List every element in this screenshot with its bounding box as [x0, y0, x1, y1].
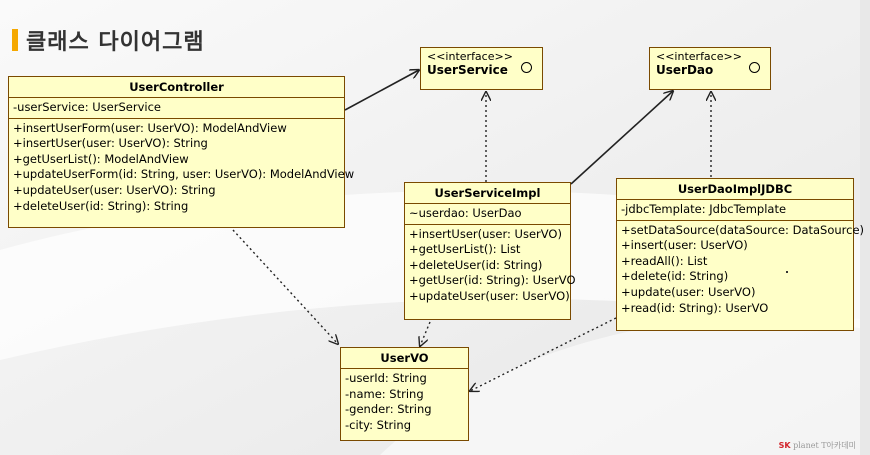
operation: +updateUser(user: UserVO) [409, 288, 570, 303]
interface-user-dao: <<interface>> UserDao [649, 47, 771, 90]
operation: +insertUser(user: UserVO): String [13, 136, 208, 151]
attributes-section: ~userdao: UserDao [405, 204, 570, 225]
class-name: UserController [9, 77, 344, 98]
operation: +updateUser(user: UserVO): String [13, 182, 216, 197]
operation: +update(user: UserVO) [621, 284, 756, 299]
operation: +readAll(): List [621, 253, 708, 268]
operations-section: +setDataSource(dataSource: DataSource) +… [617, 221, 865, 319]
class-user-service-impl: UserServiceImpl ~userdao: UserDao +inser… [404, 182, 576, 320]
attribute: -jdbcTemplate: JdbcTemplate [621, 202, 787, 216]
operation: +getUserList(): List [409, 242, 521, 257]
operation: +getUser(id: String): UserVO [409, 273, 576, 288]
class-name: UserServiceImpl [405, 183, 570, 204]
operation: +insertUser(user: UserVO) [409, 226, 562, 241]
interface-name: UserService [427, 63, 508, 77]
operation: +updateUserForm(id: String, user: UserVO… [13, 167, 355, 182]
operation: +deleteUser(id: String) [409, 257, 543, 272]
operation: +delete(id: String) [621, 269, 729, 284]
class-user-vo: UserVO -userId: String -name: String -ge… [340, 347, 469, 441]
stray-dot [786, 271, 788, 273]
operations-section: +insertUserForm(user: UserVO): ModelAndV… [9, 119, 355, 217]
title-text: 클래스 다이어그램 [26, 30, 205, 55]
operation: +read(id: String): UserVO [621, 300, 769, 315]
attributes-section: -jdbcTemplate: JdbcTemplate [617, 200, 853, 221]
operation: +setDataSource(dataSource: DataSource) [621, 222, 865, 237]
interface-circle-icon [749, 62, 760, 73]
logo-sk: SK [778, 441, 791, 450]
interface-name: UserDao [656, 63, 714, 77]
attribute: ~userdao: UserDao [409, 206, 522, 220]
logo-text: planet T아카데미 [793, 441, 856, 450]
class-user-dao-impl-jdbc: UserDaoImplJDBC -jdbcTemplate: JdbcTempl… [616, 178, 865, 331]
class-name: UserDaoImplJDBC [617, 179, 853, 200]
company-logo: SK planet T아카데미 [779, 440, 856, 451]
attribute: -gender: String [345, 402, 432, 417]
operation: +getUserList(): ModelAndView [13, 151, 189, 166]
title-accent-bar [12, 29, 18, 51]
operations-section: +insertUser(user: UserVO) +getUserList()… [405, 225, 576, 307]
class-name: UserVO [341, 348, 468, 369]
class-user-controller: UserController -userService: UserService… [8, 76, 355, 228]
operation: +insert(user: UserVO) [621, 238, 748, 253]
slide-title: 클래스 다이어그램 [12, 24, 205, 56]
attribute: -name: String [345, 386, 424, 401]
attribute: -userId: String [345, 371, 427, 385]
attributes-section: -userService: UserService [9, 98, 344, 119]
stereotype-label: <<interface>> [656, 50, 742, 63]
attribute: -userService: UserService [13, 100, 161, 114]
attributes-section: -userId: String -name: String -gender: S… [341, 369, 468, 435]
attribute: -city: String [345, 417, 411, 432]
stereotype-label: <<interface>> [427, 50, 513, 63]
operation: +insertUserForm(user: UserVO): ModelAndV… [13, 120, 287, 135]
interface-circle-icon [521, 62, 532, 73]
operation: +deleteUser(id: String): String [13, 198, 189, 213]
interface-user-service: <<interface>> UserService [420, 47, 543, 90]
